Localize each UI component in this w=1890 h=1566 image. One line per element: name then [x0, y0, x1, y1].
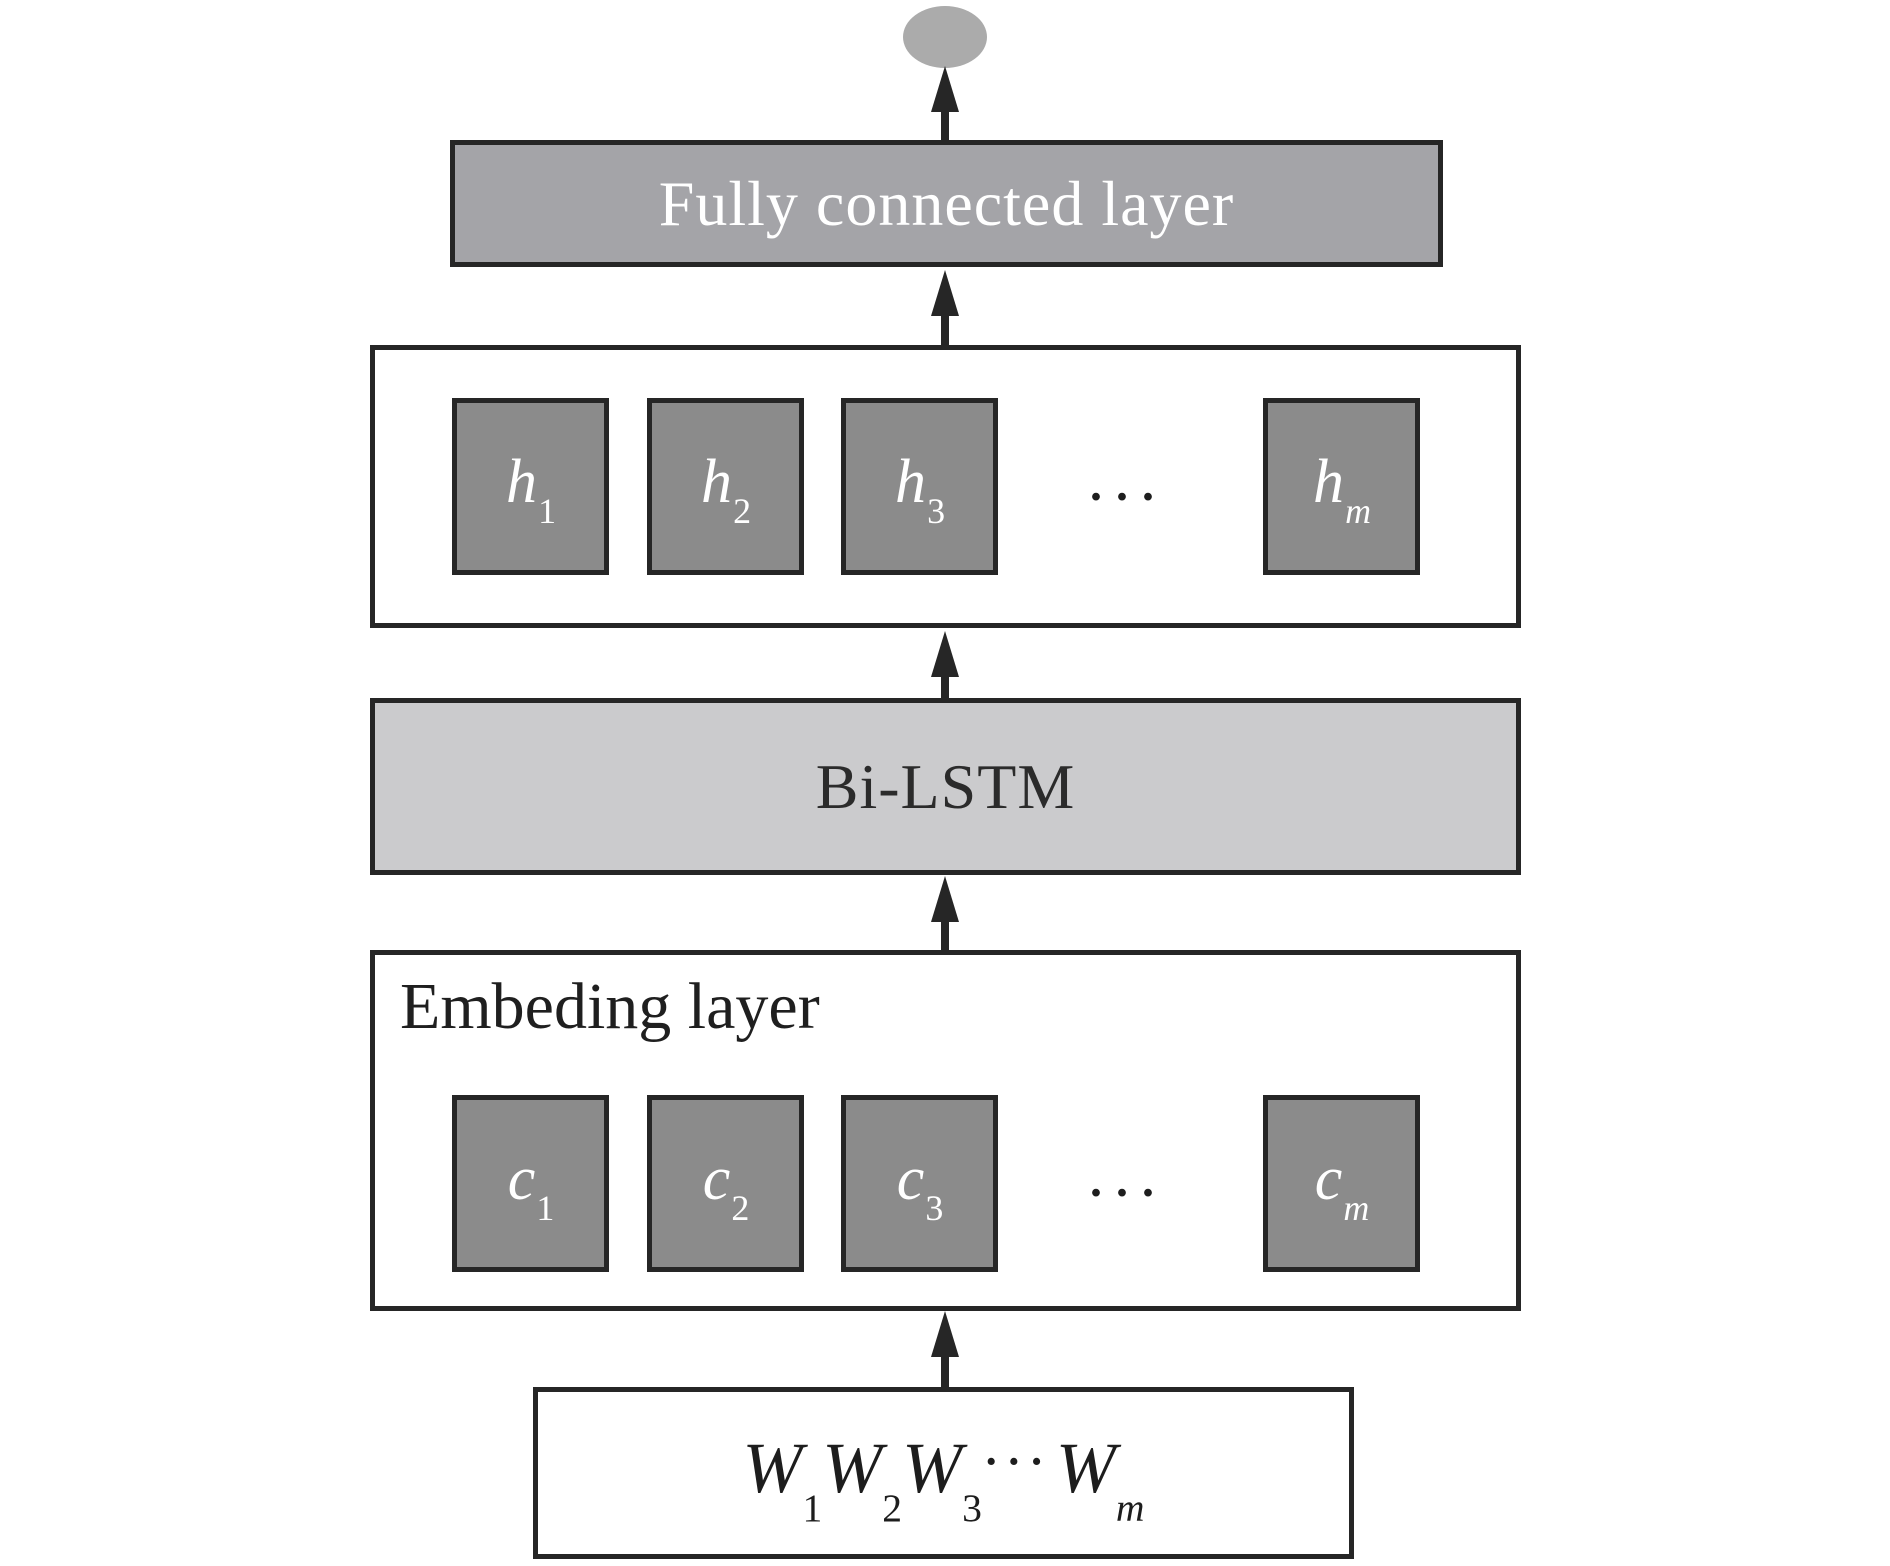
hidden-states-container: h1 h2 h3 ··· hm — [370, 345, 1521, 628]
embedding-vector-label: c1 — [507, 1144, 555, 1229]
input-words-label: W1W2W3···Wm — [743, 1432, 1145, 1528]
embedding-vector-box: c1 — [452, 1095, 609, 1272]
arrowhead-icon — [931, 876, 959, 922]
up-arrow-fc-to-output — [931, 66, 959, 142]
word-symbol: W3 — [902, 1427, 982, 1530]
fully-connected-layer-label: Fully connected layer — [658, 167, 1235, 239]
hidden-state-box: h2 — [647, 398, 804, 575]
up-arrow-hidden-to-fc — [931, 270, 959, 347]
embedding-vector-box: cm — [1263, 1095, 1420, 1272]
hidden-state-box: h1 — [452, 398, 609, 575]
up-arrow-bilstm-to-hidden — [931, 631, 959, 700]
word-symbol: W1 — [742, 1427, 823, 1530]
arrowhead-icon — [931, 66, 959, 112]
output-node-ellipse — [903, 6, 987, 68]
bilstm-layer-box: Bi-LSTM — [370, 698, 1521, 875]
bilstm-layer-label: Bi-LSTM — [815, 750, 1076, 822]
hidden-state-label: hm — [1313, 447, 1372, 532]
embedding-vector-box: c3 — [841, 1095, 998, 1272]
up-arrow-input-to-embedding — [931, 1311, 959, 1389]
word-symbol: W2 — [822, 1427, 903, 1530]
hidden-state-box: h3 — [841, 398, 998, 575]
embedding-layer-title: Embeding layer — [400, 970, 820, 1043]
up-arrow-embedding-to-bilstm — [931, 876, 959, 952]
arrow-shaft — [941, 671, 949, 700]
ellipsis-dots: ··· — [983, 1436, 1052, 1486]
fully-connected-layer-box: Fully connected layer — [450, 140, 1443, 267]
arrow-shaft — [941, 916, 949, 952]
arrowhead-icon — [931, 631, 959, 677]
hidden-state-box: hm — [1263, 398, 1420, 575]
hidden-state-label: h1 — [506, 447, 557, 532]
hidden-state-label: h3 — [895, 447, 946, 532]
embedding-vector-label: c2 — [702, 1144, 750, 1229]
arrow-shaft — [941, 310, 949, 347]
word-symbol: Wm — [1055, 1427, 1145, 1530]
embedding-layer-container: Embeding layer c1 c2 c3 ··· cm — [370, 950, 1521, 1311]
ellipsis-dots: ··· — [1087, 1166, 1167, 1220]
arrowhead-icon — [931, 1311, 959, 1357]
embedding-vector-box: c2 — [647, 1095, 804, 1272]
hidden-state-label: h2 — [701, 447, 752, 532]
embedding-vector-label: c3 — [896, 1144, 944, 1229]
arrowhead-icon — [931, 270, 959, 316]
arrow-shaft — [941, 1351, 949, 1389]
embedding-vector-label: cm — [1314, 1144, 1370, 1229]
arrow-shaft — [941, 106, 949, 142]
ellipsis-dots: ··· — [1087, 470, 1167, 524]
input-words-box: W1W2W3···Wm — [533, 1387, 1354, 1559]
